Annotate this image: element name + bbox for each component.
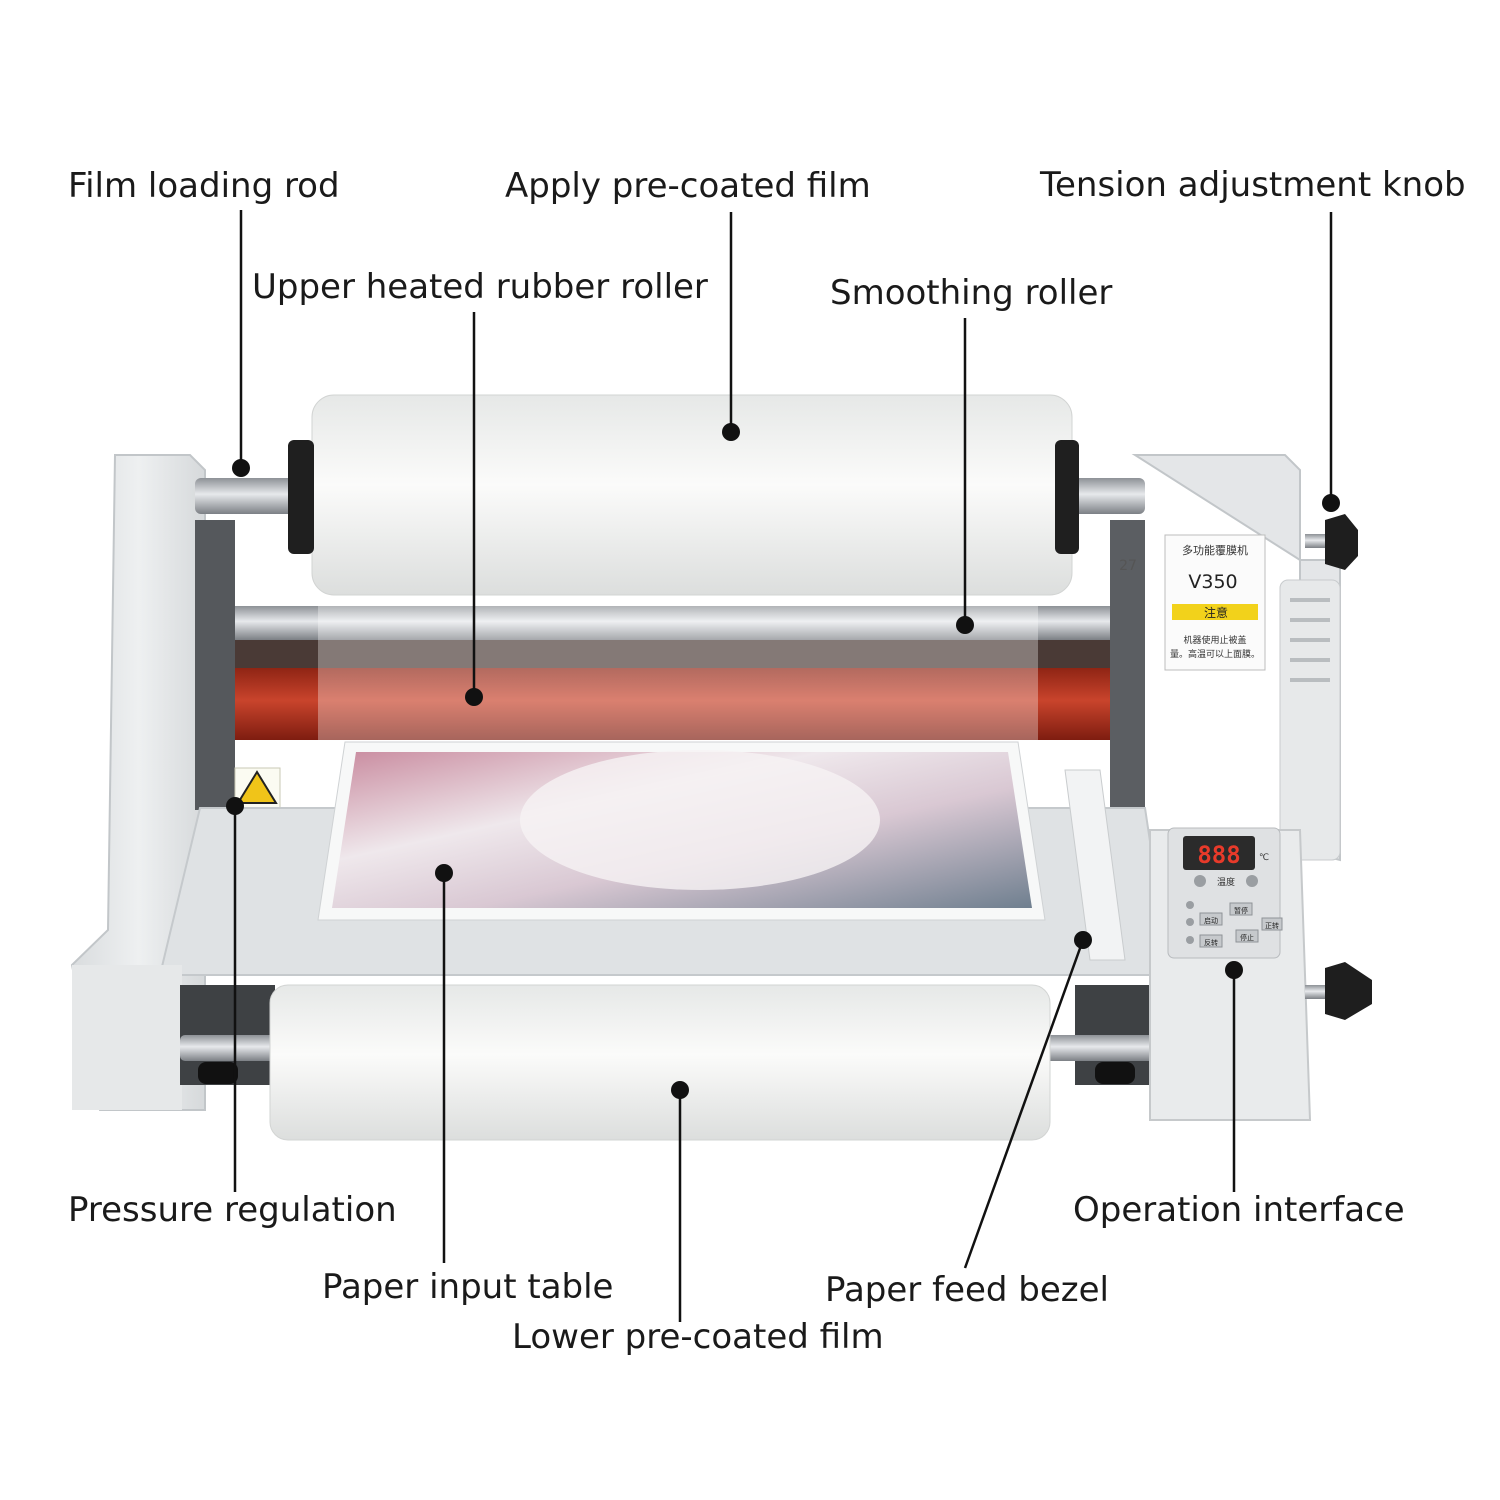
side-mark-text: 27 — [1119, 558, 1137, 574]
button-2-label: 暂停 — [1234, 906, 1248, 915]
button-5-shape — [1235, 929, 1259, 943]
dot-operation-interface — [1225, 961, 1243, 979]
warning-triangle-icon — [236, 770, 278, 804]
dot-upper-heated-roller — [465, 688, 483, 706]
front-base-left — [72, 965, 182, 1110]
button-4-shape — [1199, 934, 1223, 948]
smoothing-roller-shape — [205, 606, 1140, 640]
dot-paper-input-table — [435, 864, 453, 882]
film-over-roller — [318, 600, 1038, 760]
indicator-dot-3 — [1186, 936, 1194, 944]
label-panel — [1164, 534, 1266, 671]
right-mechanism — [1110, 520, 1145, 810]
label-upper-heated-rubber-roller: Upper heated rubber roller — [252, 267, 708, 307]
lower-film-roll — [269, 984, 1051, 1141]
leader-lines — [233, 210, 1333, 1322]
label-tension-adjustment-knob: Tension adjustment knob — [1040, 165, 1466, 205]
lower-knob-shape — [1325, 962, 1372, 1020]
left-foot — [198, 1062, 238, 1084]
upper-roll-left-cap — [288, 440, 314, 554]
left-mechanism — [195, 520, 235, 810]
label-warning-bar — [1172, 604, 1258, 620]
indicator-dot-2 — [1186, 918, 1194, 926]
dot-paper-feed-bezel — [1074, 931, 1092, 949]
temp-label-text: 温度 — [1217, 876, 1235, 888]
label-smoothing-roller: Smoothing roller — [830, 273, 1113, 313]
motor-housing — [1279, 579, 1341, 861]
dot-pressure-regulation — [226, 797, 244, 815]
label-paper-feed-bezel: Paper feed bezel — [825, 1270, 1110, 1310]
button-3-label: 正转 — [1265, 921, 1279, 930]
roller-gap — [205, 640, 1140, 670]
warning-line-1: 机器使用止被盖 — [1183, 634, 1246, 646]
dot-lower-precoated-film — [671, 1081, 689, 1099]
vent-slots — [1290, 598, 1330, 682]
leader-dots — [226, 423, 1340, 1099]
display-digits: 888 — [1197, 841, 1240, 869]
dot-smoothing-roller — [956, 616, 974, 634]
button-2-shape — [1229, 902, 1253, 916]
label-pressure-regulation: Pressure regulation — [68, 1190, 397, 1230]
indicator-dot-1 — [1186, 901, 1194, 909]
display-unit: ℃ — [1259, 853, 1269, 863]
temperature-display — [1183, 836, 1255, 870]
control-buttons — [1186, 875, 1283, 948]
paper-feed-bezel-shape — [1064, 769, 1126, 961]
model-text: V350 — [1188, 571, 1237, 593]
button-5-label: 停止 — [1240, 933, 1254, 942]
button-4-label: 反转 — [1204, 938, 1218, 947]
lower-knob-shaft — [1305, 985, 1327, 999]
plus-button-shape — [1246, 875, 1258, 887]
photo-highlight — [520, 750, 880, 890]
dot-apply-precoated-film — [722, 423, 740, 441]
button-1-shape — [1199, 912, 1223, 926]
warning-line-2: 量。高温可以上面膜。 — [1170, 648, 1260, 660]
button-3-shape — [1261, 917, 1283, 931]
label-lower-precoated-film: Lower pre-coated film — [512, 1317, 884, 1357]
warning-title-text: 注意 — [1204, 605, 1228, 620]
button-1-label: 启动 — [1204, 916, 1218, 925]
label-paper-input-table: Paper input table — [322, 1267, 614, 1307]
label-apply-precoated-film: Apply pre-coated film — [505, 166, 871, 206]
label-film-loading-rod: Film loading rod — [68, 166, 340, 206]
upper-roll-right-cap — [1055, 440, 1079, 554]
panel-header-text: 多功能覆膜机 — [1182, 543, 1248, 557]
upper-heated-roller-shape — [215, 668, 1125, 740]
upper-film-roll — [311, 394, 1073, 596]
minus-button-shape — [1194, 875, 1206, 887]
label-operation-interface: Operation interface — [1073, 1190, 1405, 1230]
tension-knob-shape — [1325, 514, 1358, 570]
upper-knob-shaft — [1305, 534, 1327, 548]
dot-film-loading-rod — [232, 459, 250, 477]
right-foot — [1095, 1062, 1135, 1084]
leader-paper-feed-bezel — [963, 939, 1085, 1269]
dot-tension-adjustment-knob — [1322, 494, 1340, 512]
